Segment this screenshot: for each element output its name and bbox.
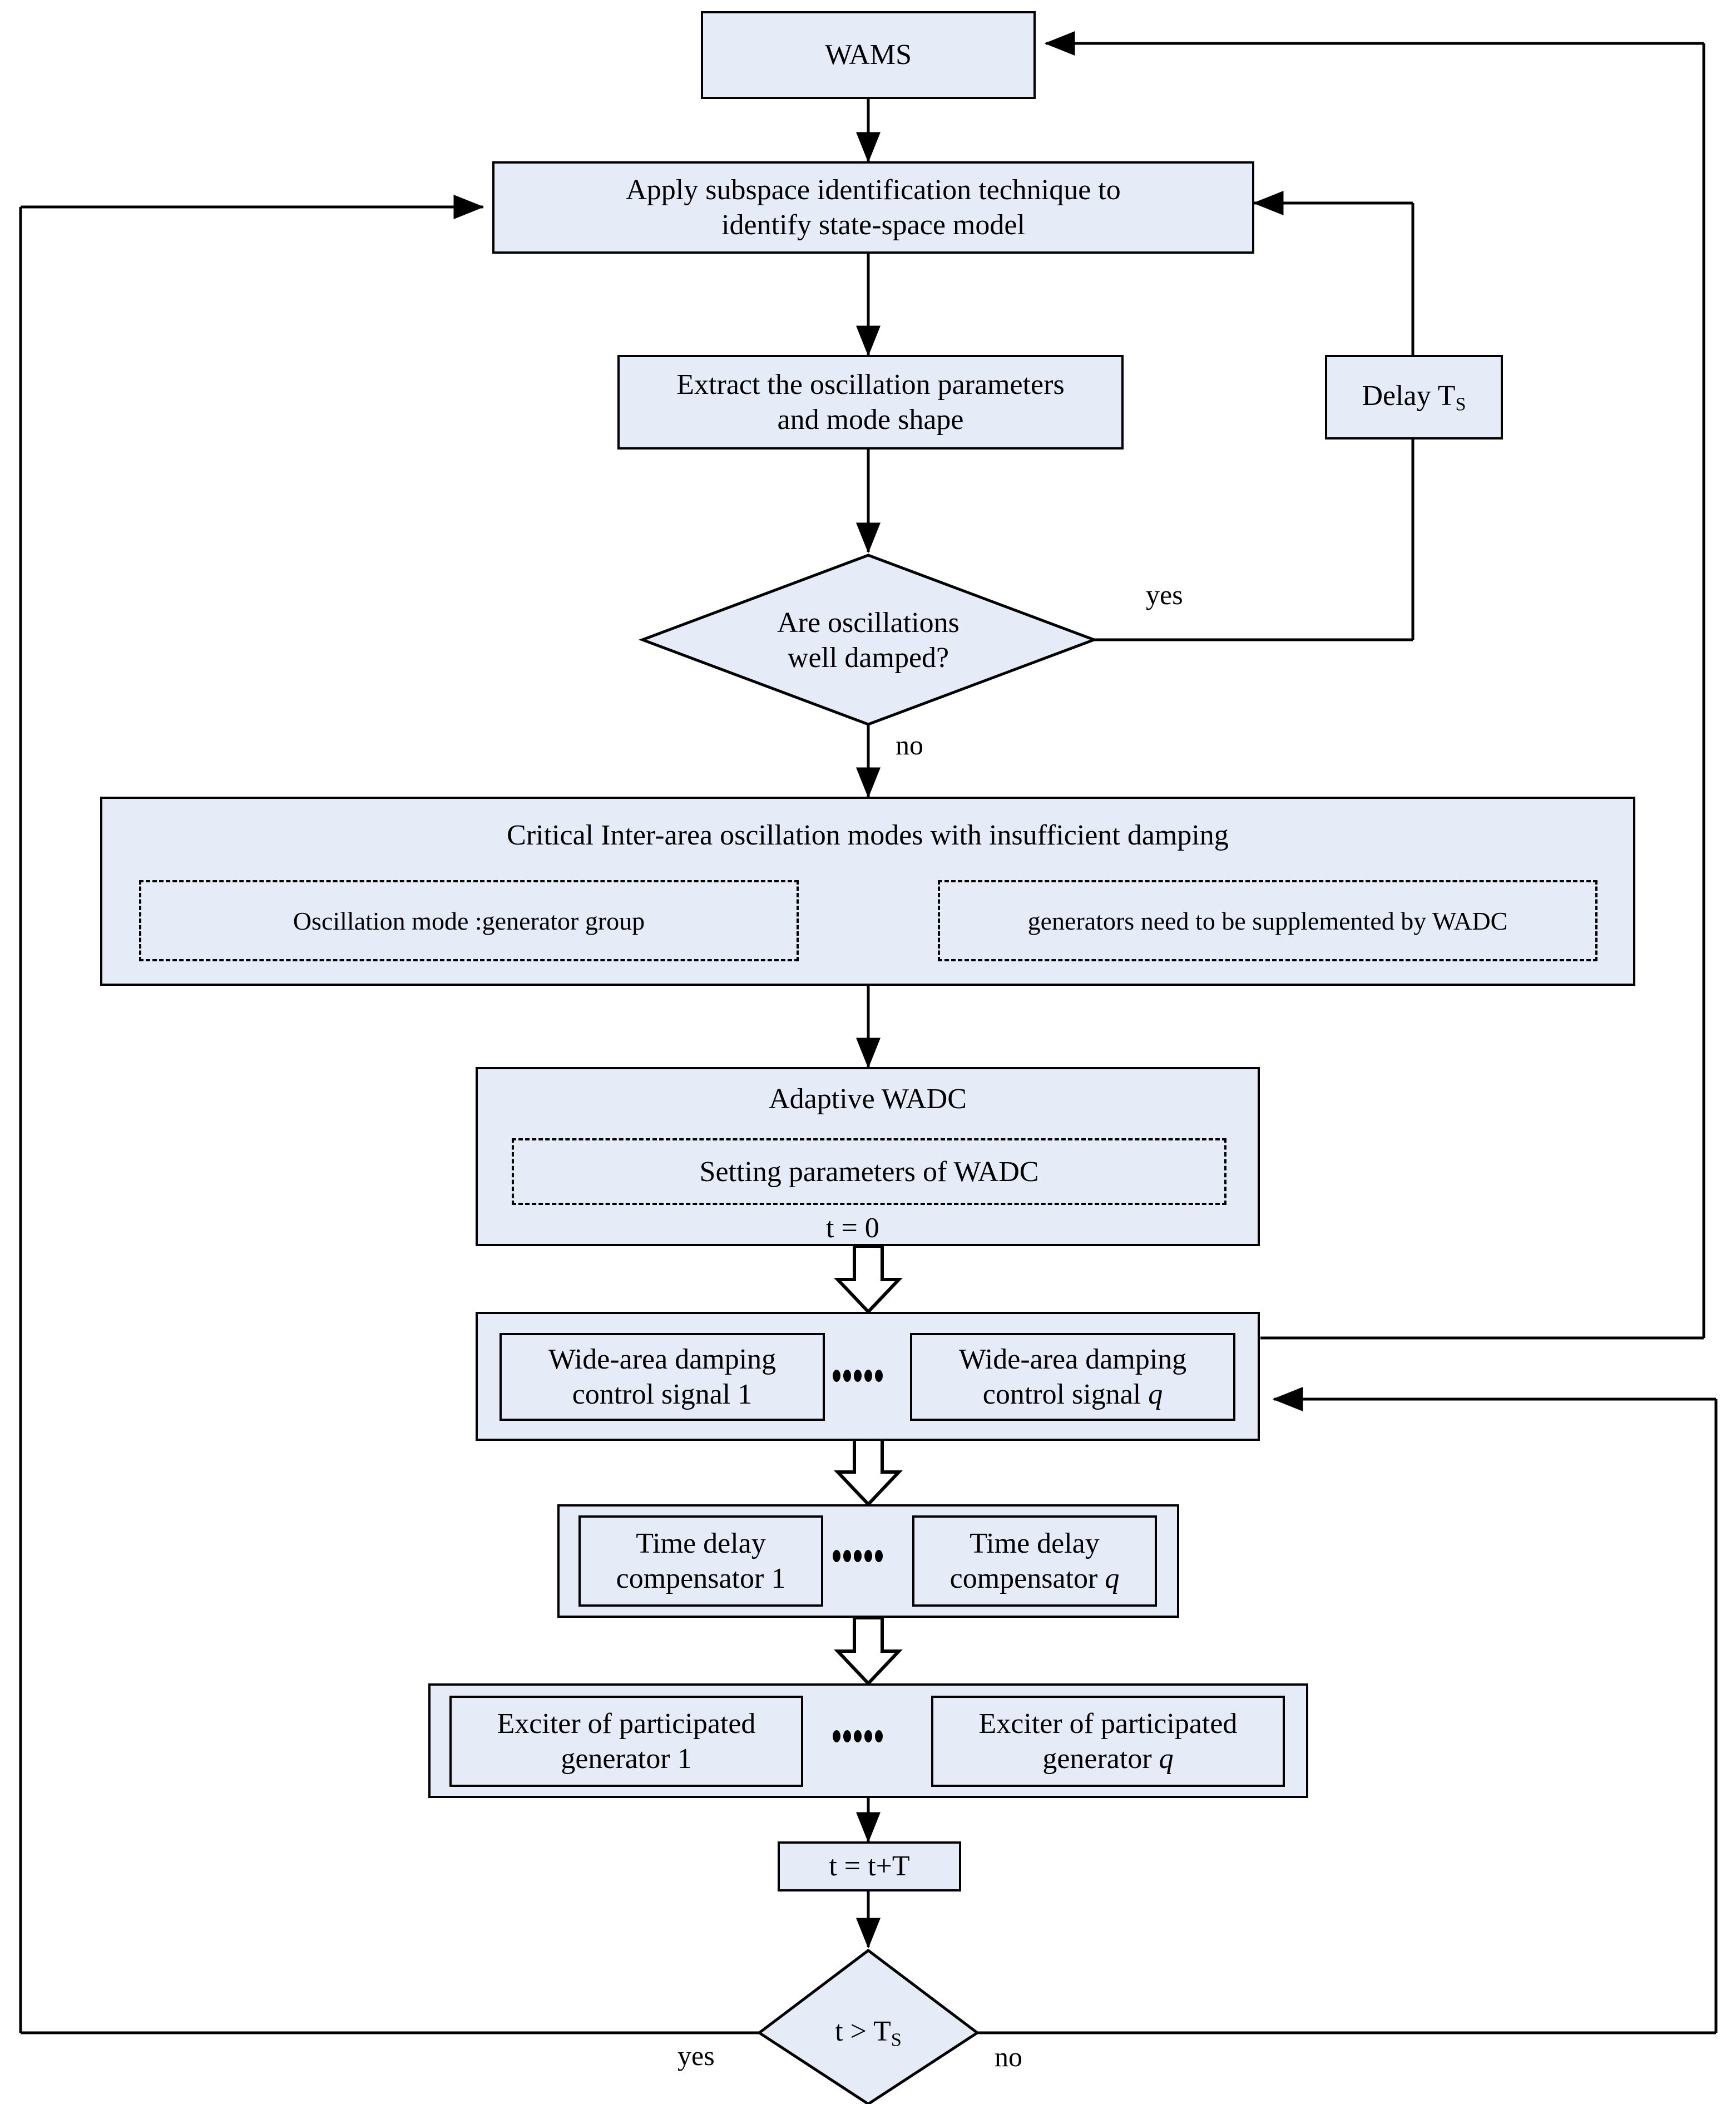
compensator-last-line2: compensator q xyxy=(949,1563,1120,1594)
block-arrow-signals-to-compensators xyxy=(834,1437,903,1507)
dashbox-left-label: Oscillation mode :generator group xyxy=(293,906,645,935)
exciter-last-line2: generator q xyxy=(1042,1743,1174,1775)
node-extract-line2: and mode shape xyxy=(777,404,964,436)
node-wams-label: WAMS xyxy=(824,39,912,71)
node-time-increment[interactable]: t = t+T xyxy=(778,1841,961,1891)
dashbox-setting-parameters-wadc[interactable]: Setting parameters of WADC xyxy=(512,1138,1226,1205)
decision-time-subscript: S xyxy=(891,2029,902,2051)
block-arrow-adaptive-to-signals xyxy=(834,1244,903,1315)
dashbox-oscillation-mode-generator-group[interactable]: Oscillation mode :generator group xyxy=(139,880,799,961)
node-delay-ts[interactable]: Delay TS xyxy=(1325,355,1503,439)
edge-label-time-no: no xyxy=(995,2041,1022,2072)
node-identify-model[interactable]: Apply subspace identification technique … xyxy=(492,161,1254,254)
node-extract-line1: Extract the oscillation parameters xyxy=(676,368,1065,401)
node-compensator-first[interactable]: Time delay compensator 1 xyxy=(578,1515,823,1607)
compensator-first-line1: Time delay xyxy=(636,1527,766,1559)
decision-damped-line1: Are oscillations xyxy=(777,606,960,639)
edge-label-time-yes: yes xyxy=(677,2040,715,2071)
node-extract-parameters[interactable]: Extract the oscillation parameters and m… xyxy=(617,355,1124,450)
node-control-signal-first[interactable]: Wide-area damping control signal 1 xyxy=(499,1333,825,1421)
node-compensator-last[interactable]: Time delay compensator q xyxy=(912,1515,1157,1607)
compensator-last-line1: Time delay xyxy=(970,1527,1100,1559)
setting-parameters-label: Setting parameters of WADC xyxy=(699,1155,1039,1188)
control-signal-first-line1: Wide-area damping xyxy=(548,1343,776,1375)
node-critical-modes[interactable]: Critical Inter-area oscillation modes wi… xyxy=(100,797,1635,986)
dashbox-right-label: generators need to be supplemented by WA… xyxy=(1027,906,1508,935)
control-signal-last-line2: control signal q xyxy=(982,1379,1163,1410)
node-adaptive-wadc[interactable]: Adaptive WADC xyxy=(476,1067,1260,1246)
decision-time-label: t > TS xyxy=(835,2015,902,2051)
dashbox-generators-need-wadc[interactable]: generators need to be supplemented by WA… xyxy=(938,880,1597,961)
ellipsis-compensators xyxy=(833,1550,883,1562)
decision-damped-diamond xyxy=(638,554,1099,726)
exciter-first-line1: Exciter of participated xyxy=(497,1707,756,1740)
node-identify-line2: identify state-space model xyxy=(721,209,1025,241)
control-signal-first-line2: control signal 1 xyxy=(572,1379,753,1410)
node-exciter-first[interactable]: Exciter of participated generator 1 xyxy=(449,1696,803,1787)
decision-time-diamond xyxy=(756,1948,980,2104)
exciter-first-line2: generator 1 xyxy=(561,1743,692,1775)
edge-label-damped-yes: yes xyxy=(1146,579,1183,610)
critical-title: Critical Inter-area oscillation modes wi… xyxy=(507,819,1229,851)
node-delay-subscript: S xyxy=(1455,393,1466,415)
adaptive-wadc-title: Adaptive WADC xyxy=(769,1083,967,1115)
node-wams[interactable]: WAMS xyxy=(701,11,1036,99)
node-delay-label: Delay TS xyxy=(1362,379,1466,415)
node-exciter-last[interactable]: Exciter of participated generator q xyxy=(931,1696,1285,1787)
ellipsis-control-signals xyxy=(833,1370,883,1382)
time-increment-label: t = t+T xyxy=(829,1850,910,1883)
node-control-signal-last[interactable]: Wide-area damping control signal q xyxy=(910,1333,1235,1421)
block-arrow-compensators-to-exciters xyxy=(834,1616,903,1686)
control-signal-last-line1: Wide-area damping xyxy=(958,1343,1187,1375)
node-decision-time[interactable]: t > TS xyxy=(795,2007,941,2058)
adaptive-wadc-init-time: t = 0 xyxy=(826,1212,879,1244)
node-identify-line1: Apply subspace identification technique … xyxy=(626,174,1121,206)
edge-label-damped-no: no xyxy=(896,729,923,760)
exciter-last-line1: Exciter of participated xyxy=(978,1707,1238,1740)
decision-damped-line2: well damped? xyxy=(787,642,949,674)
compensator-first-line2: compensator 1 xyxy=(616,1563,786,1594)
ellipsis-exciters xyxy=(833,1730,883,1742)
node-decision-damped[interactable]: Are oscillations well damped? xyxy=(701,589,1036,692)
